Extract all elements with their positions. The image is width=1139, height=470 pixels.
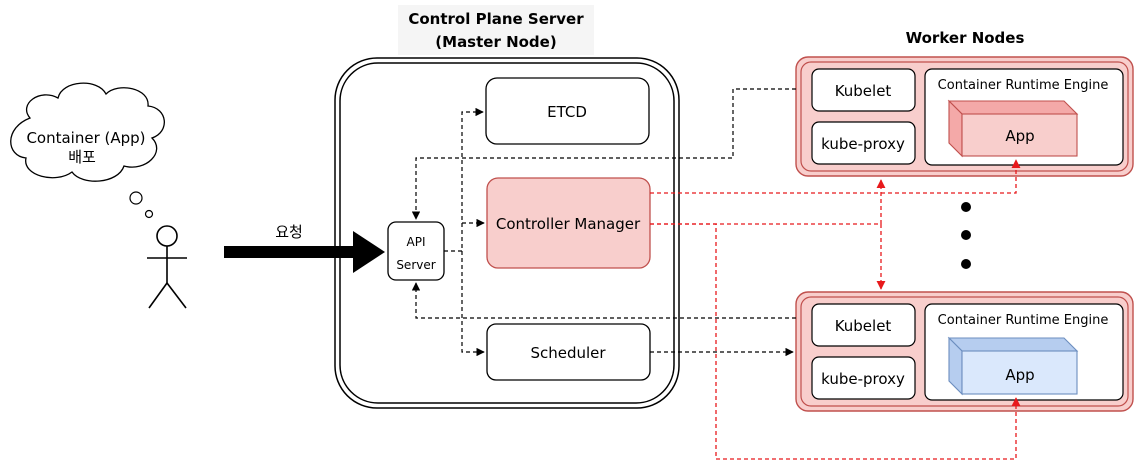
thought-text-line1: Container (App) [26, 129, 145, 147]
container-runtime-label-2: Container Runtime Engine [938, 313, 1109, 328]
controller-manager-box[interactable] [486, 177, 651, 269]
kube-proxy-box-1[interactable] [811, 121, 916, 165]
api-server-label-line2: Server [396, 258, 435, 272]
control-plane-title-line1: Control Plane Server [408, 10, 584, 28]
scheduler-label: Scheduler [530, 344, 606, 362]
ellipsis-dot-2 [961, 230, 971, 240]
kubelet-box-1[interactable] [811, 68, 916, 112]
app-box-1[interactable] [961, 113, 1078, 157]
kube-proxy-label-2: kube-proxy [821, 370, 905, 388]
container-runtime-label-1: Container Runtime Engine [938, 78, 1109, 93]
node2-to-api-connector [411, 282, 796, 319]
thought-bubble-small [144, 209, 154, 219]
ellipsis-dot-3 [961, 259, 971, 269]
controller-to-node2-app-connector [650, 223, 1021, 460]
user-icon [147, 225, 187, 309]
app-label-1: App [1005, 127, 1034, 145]
node1-to-api-connector [411, 88, 796, 220]
kubelet-box-2[interactable] [811, 303, 916, 347]
worker-node-1-inner-border [800, 61, 1129, 172]
control-plane-container-inner [339, 62, 675, 404]
kube-proxy-label-1: kube-proxy [821, 135, 905, 153]
controller-manager-label: Controller Manager [496, 215, 641, 233]
control-plane-title-line2: (Master Node) [435, 33, 556, 51]
api-server-label-line1: API [407, 235, 426, 249]
api-to-etcd-connector [444, 107, 484, 252]
kubelet-label-1: Kubelet [835, 82, 892, 100]
app-label-2: App [1005, 366, 1034, 384]
request-arrow [224, 231, 385, 273]
thought-text-line2: 배포 [68, 148, 96, 166]
api-to-scheduler-connector [461, 251, 485, 357]
controller-to-node1-app-connector [650, 159, 1021, 194]
app-box-2[interactable] [961, 350, 1078, 395]
thought-cloud [10, 82, 165, 182]
etcd-label: ETCD [547, 103, 587, 121]
kube-proxy-box-2[interactable] [811, 356, 916, 400]
app-box-2-top [947, 337, 1079, 352]
etcd-box[interactable] [485, 77, 650, 145]
worker-nodes-title: Worker Nodes [906, 29, 1025, 47]
worker-node-2-inner-border [800, 296, 1129, 407]
kubelet-label-2: Kubelet [835, 317, 892, 335]
thought-bubble-large [129, 191, 143, 205]
request-label: 요청 [275, 223, 303, 241]
app-box-1-top [947, 100, 1079, 115]
ellipsis-dot-1 [961, 202, 971, 212]
control-plane-title-bg [398, 5, 594, 55]
